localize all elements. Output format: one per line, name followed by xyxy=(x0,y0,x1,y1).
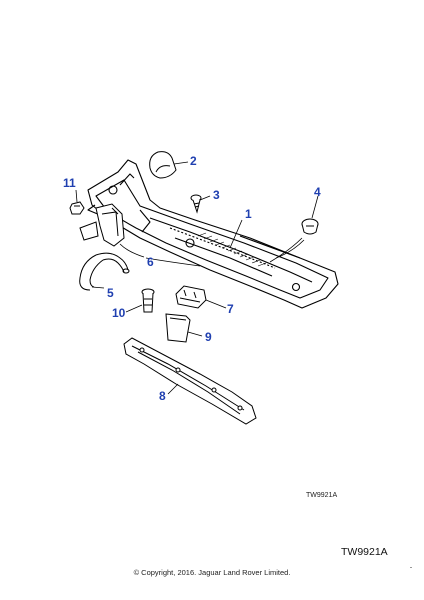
callout-1: 1 xyxy=(245,207,252,221)
callout-3: 3 xyxy=(213,188,220,202)
cowl-panel xyxy=(87,159,339,309)
reference-code-small: TW9921A xyxy=(306,492,338,499)
leader-lines xyxy=(75,161,319,395)
callout-6: 6 xyxy=(147,255,154,269)
callout-10: 10 xyxy=(112,306,126,320)
callout-5: 5 xyxy=(107,286,114,300)
callout-4: 4 xyxy=(314,185,321,199)
clip-part xyxy=(175,285,207,309)
hose-part xyxy=(79,252,130,291)
bolt-part xyxy=(69,201,85,215)
copyright-notice: © Copyright, 2016. Jaguar Land Rover Lim… xyxy=(133,568,291,577)
callout-2: 2 xyxy=(190,154,197,168)
drain-bracket-part xyxy=(79,203,125,247)
grommet-part xyxy=(301,218,319,235)
flap-part xyxy=(165,313,191,343)
reference-code: TW9921A xyxy=(341,546,388,558)
corner-mark xyxy=(410,567,412,568)
push-clip-part xyxy=(141,288,155,313)
callout-7: 7 xyxy=(227,302,234,316)
screw-part xyxy=(190,194,202,214)
callout-11: 11 xyxy=(63,176,76,190)
seal-strip-part xyxy=(123,337,257,425)
callout-8: 8 xyxy=(159,389,166,403)
callout-9: 9 xyxy=(205,330,212,344)
cap-part xyxy=(149,151,177,179)
grille-slats xyxy=(197,232,267,267)
